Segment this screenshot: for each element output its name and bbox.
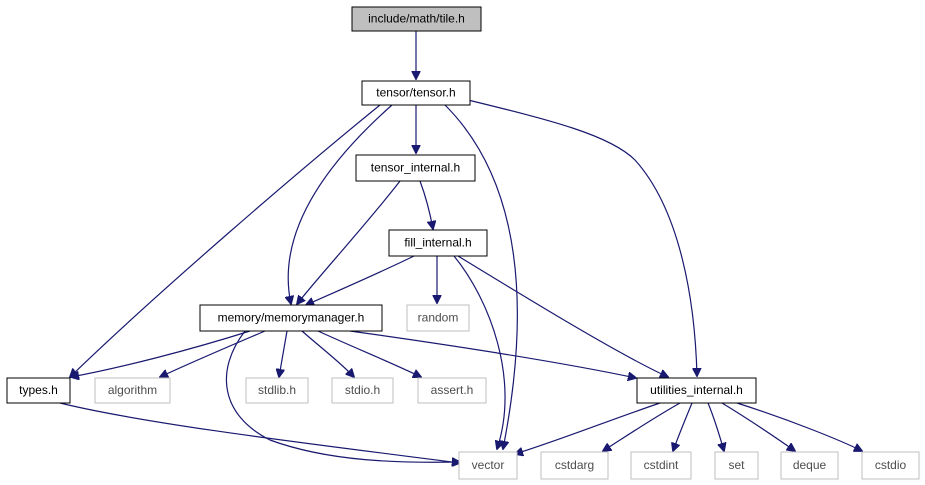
node-cstdio[interactable]: cstdio [861, 451, 920, 480]
node-label: cstdint [644, 458, 679, 472]
node-stdio-h[interactable]: stdio.h [331, 377, 394, 404]
node-deque[interactable]: deque [780, 451, 839, 480]
edge-utilities-internal-to-cstdarg [603, 402, 681, 451]
edge-types-to-vector [59, 402, 460, 463]
node-label: tensor/tensor.h [376, 86, 455, 100]
edge-memorymanager-to-stdlib [279, 330, 288, 377]
node-random[interactable]: random [406, 304, 470, 332]
edge-utilities-internal-to-cstdint [673, 402, 693, 451]
node-label: cstdarg [555, 458, 594, 472]
edge-memorymanager-to-utilities-internal [349, 330, 636, 378]
node-label: algorithm [108, 383, 157, 397]
edge-utilities-internal-to-deque [721, 402, 795, 451]
edge-memorymanager-to-assert [317, 330, 421, 377]
node-label: cstdio [875, 458, 907, 472]
edge-fill-internal-to-utilities-internal [457, 255, 668, 377]
node-label: deque [793, 458, 827, 472]
node-label: types.h [19, 383, 58, 397]
edge-tensor-internal-to-fill-internal [419, 180, 433, 229]
node-label: tensor_internal.h [371, 161, 460, 175]
edge-tensor-to-vector [444, 104, 518, 449]
node-include-math-tile-h[interactable]: include/math/tile.h [351, 6, 482, 32]
node-label: vector [472, 458, 505, 472]
edge-memorymanager-to-types [71, 330, 251, 377]
edge-utilities-internal-to-vector [515, 402, 661, 454]
edge-memorymanager-to-algorithm [160, 330, 266, 377]
node-set[interactable]: set [714, 451, 759, 480]
node-label: set [728, 458, 745, 472]
node-cstdint[interactable]: cstdint [630, 451, 692, 480]
edge-utilities-internal-to-cstdio [736, 402, 862, 451]
node-tensor-tensor-h[interactable]: tensor/tensor.h [361, 80, 471, 106]
node-cstdarg[interactable]: cstdarg [540, 451, 609, 480]
node-memory-memorymanager-h[interactable]: memory/memorymanager.h [199, 304, 383, 332]
node-fill-internal-h[interactable]: fill_internal.h [388, 229, 488, 257]
node-label: utilities_internal.h [650, 383, 743, 397]
node-stdlib-h[interactable]: stdlib.h [245, 377, 309, 404]
edge-tensor-to-utilities-internal [467, 99, 697, 376]
node-vector[interactable]: vector [458, 451, 518, 480]
node-label: memory/memorymanager.h [218, 311, 365, 325]
node-algorithm[interactable]: algorithm [94, 377, 171, 404]
edge-fill-internal-to-memorymanager [306, 255, 415, 305]
node-assert-h[interactable]: assert.h [417, 377, 487, 404]
node-utilities-internal-h[interactable]: utilities_internal.h [636, 377, 757, 404]
edge-memorymanager-to-stdio [301, 330, 354, 377]
edge-tensor-to-types [70, 104, 381, 377]
node-label: fill_internal.h [404, 236, 471, 250]
node-types-h[interactable]: types.h [6, 377, 71, 404]
node-label: include/math/tile.h [368, 12, 465, 26]
nodes: include/math/tile.h tensor/tensor.h tens… [6, 6, 920, 480]
node-label: stdio.h [345, 383, 380, 397]
node-label: stdlib.h [258, 383, 296, 397]
edge-utilities-internal-to-set [707, 402, 724, 451]
edge-memorymanager-to-vector [225, 330, 460, 462]
edge-tensor-internal-to-memorymanager [297, 180, 401, 304]
edge-tensor-to-memorymanager [288, 104, 393, 304]
node-label: random [418, 311, 459, 325]
edges [59, 31, 862, 463]
node-tensor-internal-h[interactable]: tensor_internal.h [355, 154, 476, 182]
edge-fill-internal-to-vector [453, 255, 506, 449]
node-label: assert.h [431, 383, 474, 397]
